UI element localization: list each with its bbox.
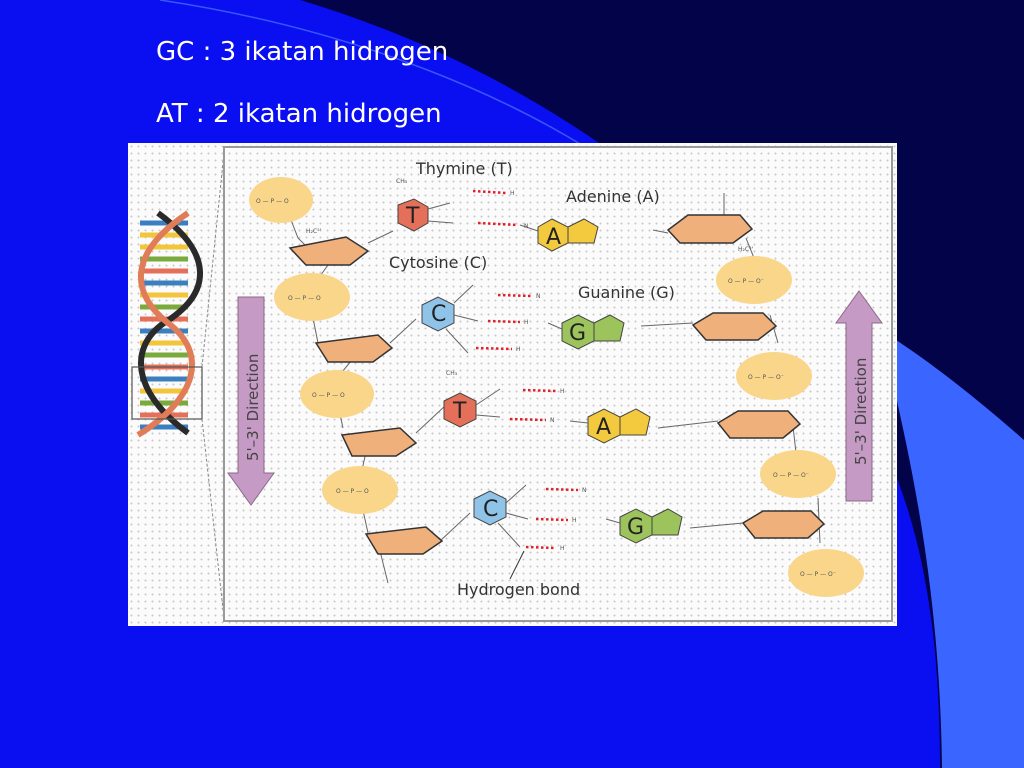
thymine-base: T xyxy=(443,392,477,428)
guanine-label: Guanine (G) xyxy=(578,283,675,302)
guanine-base: G xyxy=(561,314,625,350)
svg-text:N: N xyxy=(536,293,541,300)
svg-text:O — P — O⁻: O — P — O⁻ xyxy=(728,278,764,285)
cytosine-base: C xyxy=(421,296,455,332)
svg-text:O — P — O⁻: O — P — O⁻ xyxy=(748,374,784,381)
guanine-letter: G xyxy=(569,321,586,346)
svg-text:N: N xyxy=(524,223,529,230)
sugar-ring xyxy=(288,236,444,555)
phosphate-group xyxy=(249,177,398,514)
cytosine-label: Cytosine (C) xyxy=(389,253,487,272)
svg-text:N: N xyxy=(550,417,555,424)
thymine-letter: T xyxy=(452,399,467,424)
svg-text:O — P — O⁻: O — P — O⁻ xyxy=(800,571,836,578)
dna-base-pairing-figure: 5'–3' Direction 5'–3' Direction xyxy=(128,143,897,626)
svg-text:H: H xyxy=(516,346,521,353)
direction-label-right: 5'–3' Direction xyxy=(852,358,870,465)
svg-text:O — P — O: O — P — O xyxy=(312,392,345,399)
svg-text:N: N xyxy=(582,487,587,494)
svg-text:H: H xyxy=(510,190,515,197)
direction-arrow-down: 5'–3' Direction xyxy=(227,296,275,506)
cytosine-letter: C xyxy=(431,302,446,327)
direction-label-left: 5'–3' Direction xyxy=(244,354,262,461)
adenine-label: Adenine (A) xyxy=(566,187,660,206)
svg-text:H: H xyxy=(560,545,565,552)
svg-text:O — P — O⁻: O — P — O⁻ xyxy=(773,472,809,479)
cytosine-base: C xyxy=(473,490,507,526)
svg-text:H: H xyxy=(524,319,529,326)
hydrogen-bonds xyxy=(472,189,579,550)
guanine-base: G xyxy=(619,508,683,544)
cytosine-letter: C xyxy=(483,497,498,522)
at-bond-text: AT : 2 ikatan hidrogen xyxy=(156,99,442,129)
adenine-letter: A xyxy=(596,415,611,440)
svg-text:H: H xyxy=(560,388,565,395)
phosphate-group xyxy=(716,256,864,597)
svg-text:H: H xyxy=(572,517,577,524)
thymine-letter: T xyxy=(405,204,420,229)
svg-text:H₂C⁵': H₂C⁵' xyxy=(738,246,754,253)
svg-text:O — P — O: O — P — O xyxy=(336,488,369,495)
adenine-letter: A xyxy=(546,225,561,250)
adenine-base: A xyxy=(537,218,599,252)
thymine-label: Thymine (T) xyxy=(415,159,513,178)
svg-text:O — P — O: O — P — O xyxy=(256,198,289,205)
svg-text:CH₃: CH₃ xyxy=(446,370,458,377)
thymine-base: T xyxy=(397,198,429,232)
sugar-ring xyxy=(666,214,826,539)
svg-text:O — P — O: O — P — O xyxy=(288,295,321,302)
svg-text:CH₃: CH₃ xyxy=(396,178,408,185)
adenine-base: A xyxy=(587,408,651,444)
direction-arrow-up: 5'–3' Direction xyxy=(835,290,883,502)
svg-text:H₂C⁵': H₂C⁵' xyxy=(306,228,322,235)
hydrogen-bond-label: Hydrogen bond xyxy=(457,580,580,599)
guanine-letter: G xyxy=(627,515,644,540)
gc-bond-text: GC : 3 ikatan hidrogen xyxy=(156,37,449,67)
dna-helix-illustration xyxy=(131,152,225,619)
